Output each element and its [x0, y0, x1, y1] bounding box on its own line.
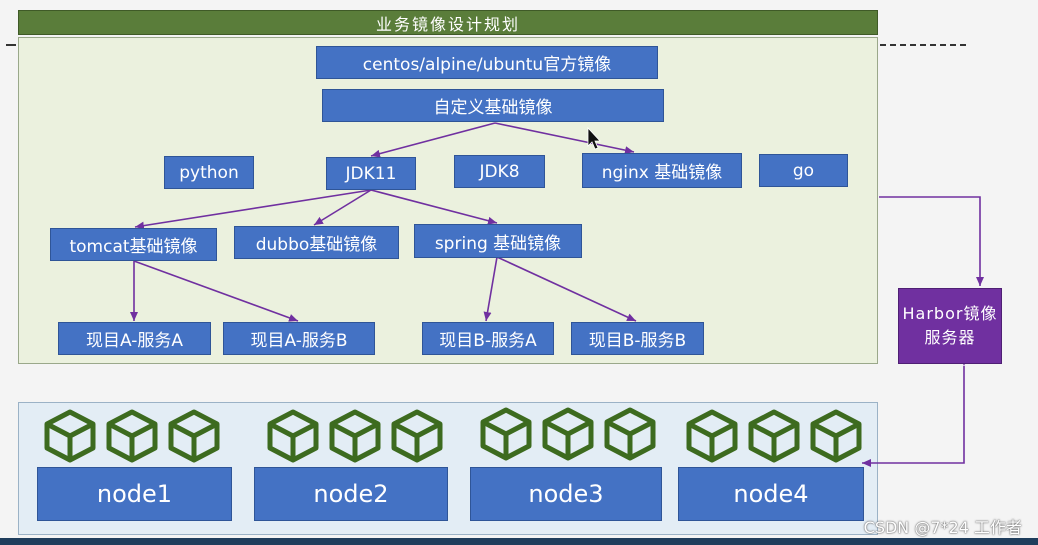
- node-3-box: node3: [470, 467, 662, 521]
- harbor-label-line1: Harbor镜像: [902, 304, 998, 323]
- arrow-spring-to-proj-b-svc-b: [496, 256, 637, 322]
- arrow-harbor-to-nodes: [862, 357, 968, 467]
- node-4-box: node4: [678, 467, 864, 521]
- container-cube-icon: [104, 408, 160, 468]
- arrow-panel-to-harbor: [879, 196, 984, 286]
- spring-base-image-box: spring 基础镜像: [414, 224, 582, 258]
- container-cube-icon: [389, 408, 445, 468]
- node-1-box: node1: [37, 467, 232, 521]
- container-cube-icon: [478, 406, 534, 466]
- container-cube-icon: [746, 408, 802, 468]
- dubbo-base-image-box: dubbo基础镜像: [234, 226, 399, 259]
- dashed-divider-right: [880, 44, 966, 46]
- harbor-label-line2: 服务器: [924, 328, 976, 347]
- arrow-custom-to-nginx: [494, 122, 635, 155]
- node-2-box: node2: [254, 467, 448, 521]
- container-cube-icon: [265, 408, 321, 468]
- container-cube-icon: [684, 408, 740, 468]
- arrow-jdk11-to-tomcat: [134, 189, 372, 230]
- tomcat-base-image-box: tomcat基础镜像: [50, 228, 217, 261]
- project-a-service-b-box: 现目A-服务B: [223, 322, 375, 355]
- container-cube-icon: [602, 406, 658, 466]
- diagram-title: 业务镜像设计规划: [18, 10, 878, 35]
- jdk11-box: JDK11: [326, 157, 416, 190]
- arrow-spring-to-proj-b-svc-a: [483, 256, 498, 322]
- jdk8-box: JDK8: [454, 155, 545, 188]
- bottom-strip: [0, 538, 1038, 545]
- arrow-jdk11-to-spring: [370, 189, 498, 225]
- custom-base-image-box: 自定义基础镜像: [322, 89, 664, 122]
- container-cube-icon: [808, 408, 864, 468]
- os-official-images-box: centos/alpine/ubuntu官方镜像: [316, 46, 658, 79]
- mouse-cursor-icon: [587, 126, 601, 150]
- project-b-service-a-box: 现目B-服务A: [422, 322, 554, 355]
- container-cube-icon: [166, 408, 222, 468]
- arrow-tomcat-to-proj-a-svc-b: [133, 260, 299, 322]
- arrow-custom-to-jdk11: [370, 122, 496, 158]
- go-box: go: [759, 154, 848, 187]
- harbor-registry-box: Harbor镜像 服务器: [898, 288, 1002, 364]
- container-cube-icon: [42, 408, 98, 468]
- container-cube-icon: [540, 406, 596, 466]
- project-b-service-b-box: 现目B-服务B: [571, 322, 704, 355]
- arrow-jdk11-to-dubbo: [313, 189, 372, 226]
- python-box: python: [164, 156, 254, 189]
- dashed-divider-left: [6, 44, 16, 46]
- nginx-base-image-box: nginx 基础镜像: [582, 153, 742, 188]
- container-cube-icon: [327, 408, 383, 468]
- watermark-text: CSDN @7*24 工作者: [863, 518, 1022, 537]
- project-a-service-a-box: 现目A-服务A: [58, 322, 211, 355]
